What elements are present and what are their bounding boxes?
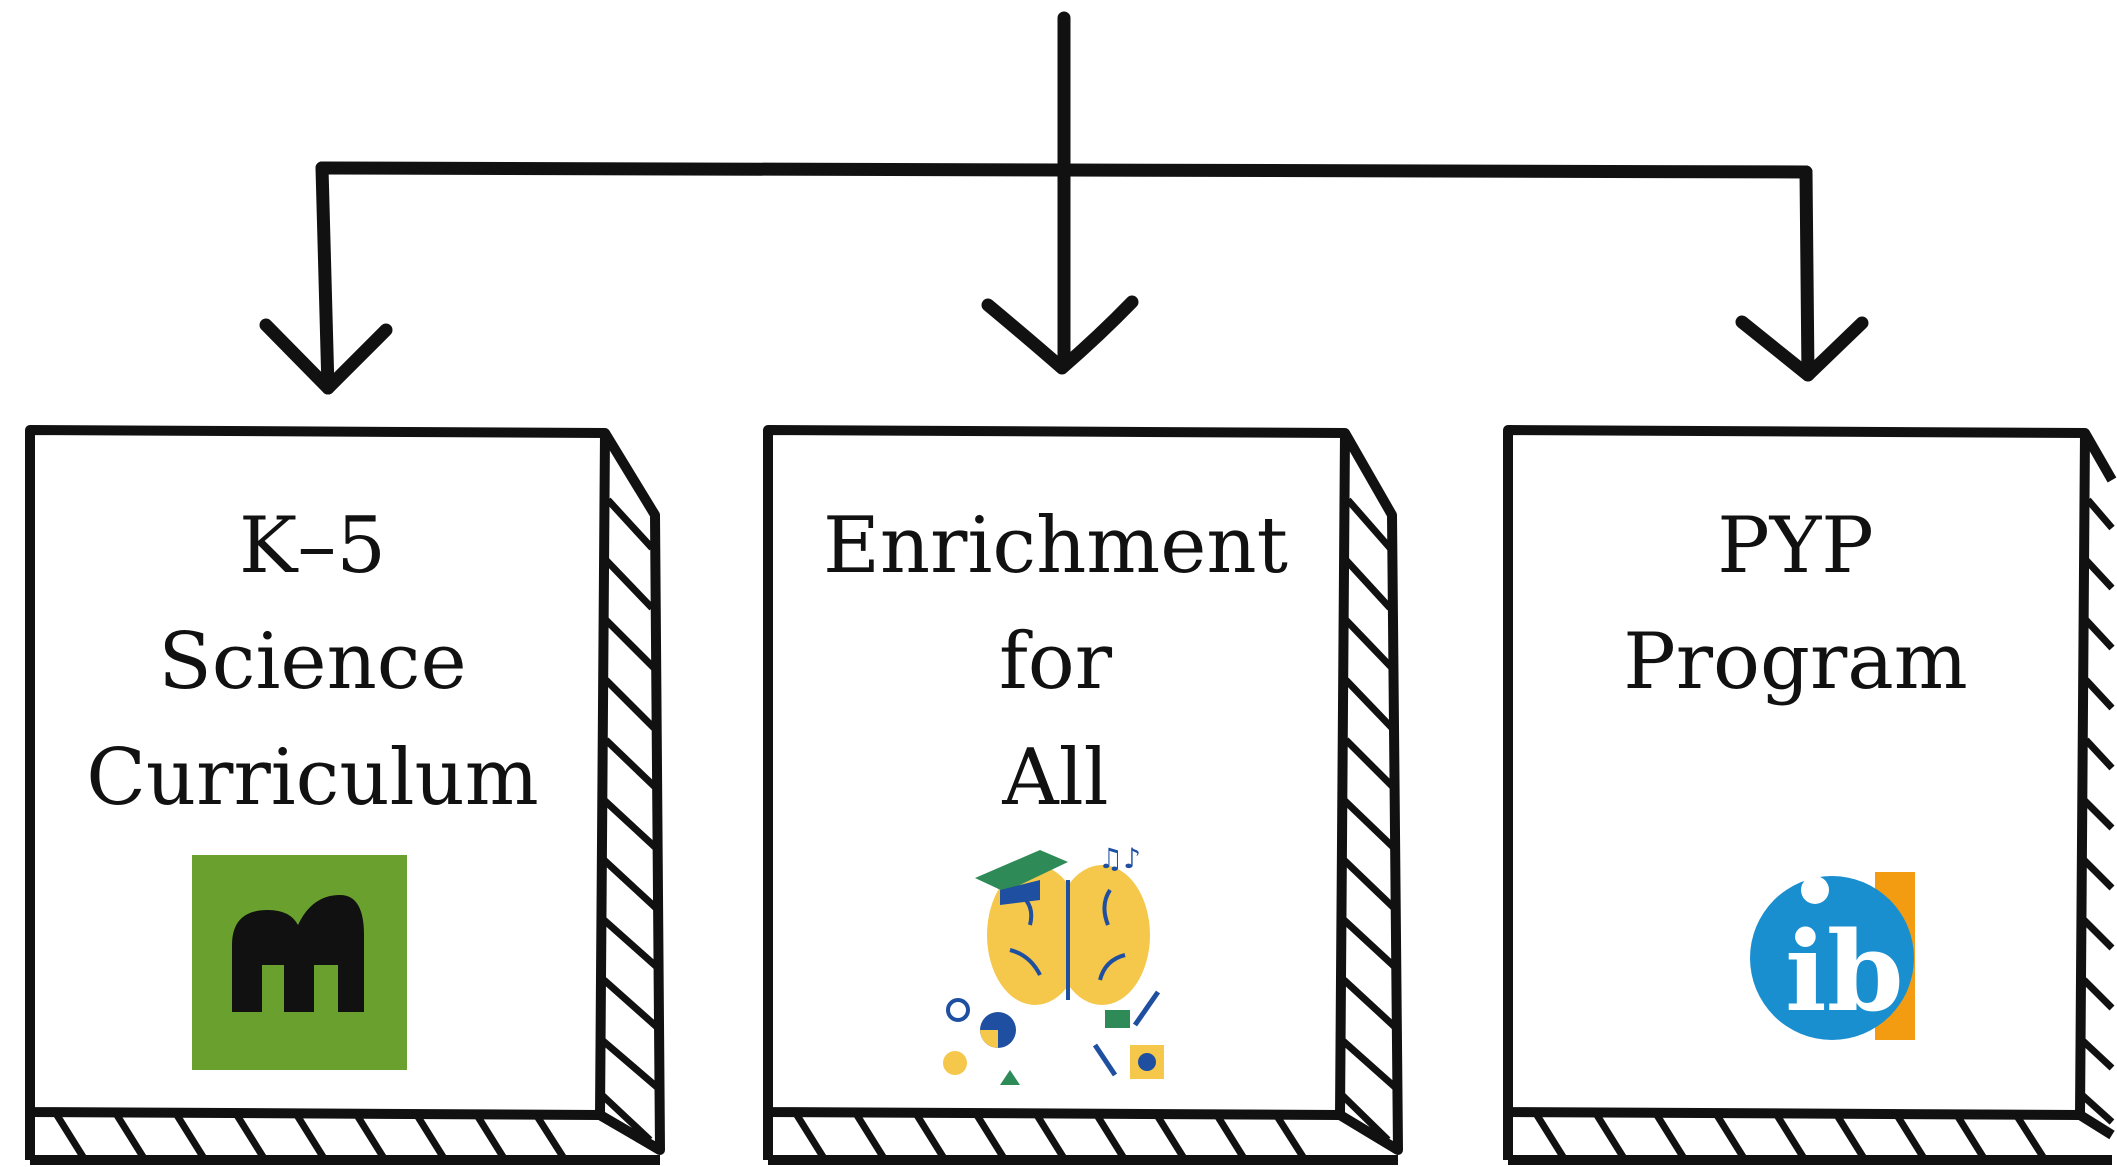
brain-graduation-cap-icon: ♫♪ — [943, 842, 1164, 1085]
box-pyp-program — [1503, 425, 2117, 1165]
branch-left-drop — [315, 161, 335, 395]
arrowhead-left — [259, 318, 393, 395]
branch-right-drop — [1799, 165, 1815, 382]
box-line: PYP — [1717, 501, 1874, 591]
box-k5-science-label: K–5 Science Curriculum — [40, 488, 585, 836]
box-pyp-program-label: PYP Program — [1518, 488, 2073, 720]
box-line: Program — [1623, 617, 1968, 707]
box-enrichment — [763, 425, 1403, 1165]
box-line: Curriculum — [86, 733, 539, 823]
box-line: Enrichment — [822, 501, 1289, 591]
ib-logo-icon: ib — [1750, 872, 1915, 1040]
svg-text:♫♪: ♫♪ — [1098, 842, 1141, 875]
box-line: Science — [158, 617, 467, 707]
arrowhead-center — [981, 295, 1139, 375]
svg-text:ib: ib — [1785, 907, 1904, 1036]
box-line: for — [998, 617, 1113, 707]
arrowhead-right — [1735, 315, 1869, 382]
box-enrichment-label: Enrichment for All — [778, 488, 1333, 836]
box-line: K–5 — [239, 501, 386, 591]
branch-line — [315, 161, 1813, 179]
box-k5-science — [25, 425, 665, 1165]
box-line: All — [1002, 733, 1109, 823]
green-m-logo-icon — [192, 855, 407, 1070]
